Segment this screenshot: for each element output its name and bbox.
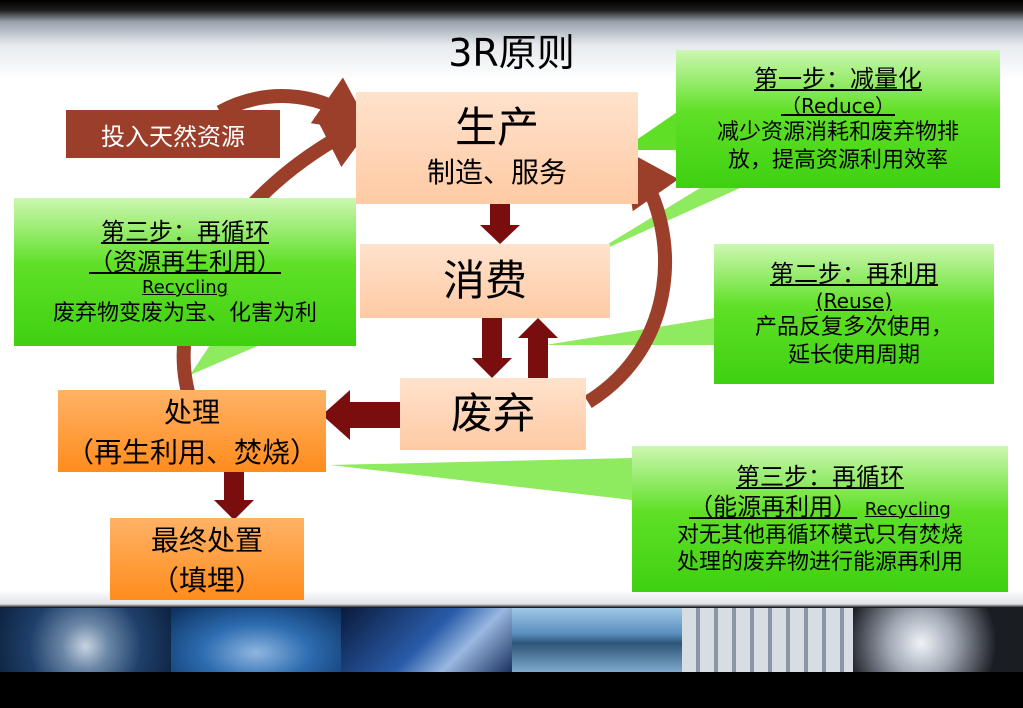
final-disposal-box: 最终处置 （填埋） (110, 518, 304, 600)
page-title: 3R原则 (448, 31, 575, 75)
production-to-consumption-arrow (480, 200, 520, 244)
recycle-energy-pointer (330, 458, 632, 500)
recycle-material-pointer (190, 345, 260, 375)
gears-image (852, 608, 1023, 672)
reduce-desc-line1: 减少资源消耗和废弃物排 (716, 120, 959, 145)
disposal-box: 废弃 (400, 378, 586, 450)
treatment-box: 处理 （再生利用、焚烧） (58, 390, 326, 472)
globe-image (170, 608, 341, 672)
recycle-energy-callout: 第三步：再循环 （能源再利用） Recycling 对无其他再循环模式只有焚烧 … (632, 446, 1008, 592)
consumption-box: 消费 (360, 244, 610, 318)
recycle-energy-desc-line1: 对无其他再循环模式只有焚烧 (676, 522, 963, 548)
reuse-callout-pointer (545, 318, 714, 345)
recycle-material-english: Recycling (141, 277, 229, 298)
reuse-desc-line2: 延长使用周期 (787, 342, 920, 368)
reduce-callout: 第一步：减量化 （Reduce） 减少资源消耗和废弃物排 放，提高资源利用效率 (676, 50, 1000, 188)
production-sublabel: 制造、服务 (426, 156, 567, 190)
reuse-subheading: (Reuse) (815, 289, 893, 313)
compass-image (0, 608, 171, 672)
consumption-label: 消费 (442, 255, 527, 305)
consumption-to-disposal-arrow (472, 318, 512, 378)
input-to-production-arrow (216, 77, 373, 133)
treatment-sublabel: （再生利用、焚烧） (65, 436, 318, 469)
recycle-energy-english: Recycling (864, 498, 951, 520)
production-label: 生产 (454, 102, 539, 152)
input-resources-box: 投入天然资源 (66, 110, 280, 158)
reuse-callout: 第二步：再利用 (Reuse) 产品反复多次使用， 延长使用周期 (714, 244, 994, 384)
input-resources-label: 投入天然资源 (101, 122, 245, 151)
recycle-energy-subheading: （能源再利用） (689, 492, 858, 521)
disposal-to-treatment-arrow (322, 390, 400, 440)
treatment-to-final-arrow (214, 472, 254, 520)
reuse-heading: 第二步：再利用 (770, 260, 938, 288)
disposal-to-production-loop-arrow (584, 149, 679, 408)
treatment-label: 处理 (163, 396, 220, 429)
reduce-subheading: （Reduce） (781, 94, 895, 118)
production-box: 生产 制造、服务 (356, 92, 638, 204)
final-disposal-sublabel: （填埋） (150, 564, 263, 597)
disposal-label: 废弃 (450, 388, 535, 438)
decorative-photo-strip (0, 608, 1023, 672)
reuse-desc-line1: 产品反复多次使用， (754, 315, 953, 340)
reduce-desc-line2: 放，提高资源利用效率 (727, 147, 948, 173)
monitor-image (341, 608, 512, 672)
recycle-energy-desc-line2: 处理的废弃物进行能源再利用 (676, 550, 963, 575)
reduce-heading: 第一步：减量化 (754, 65, 922, 93)
recycle-material-heading: 第三步：再循环 (101, 218, 269, 246)
recycle-energy-heading: 第三步：再循环 (736, 462, 904, 491)
lake-image (511, 608, 682, 672)
disposal-to-consumption-arrow (518, 318, 558, 378)
keyboard-image (682, 608, 853, 672)
recycle-material-callout: 第三步：再循环 （资源再生利用） Recycling 废弃物变废为宝、化害为利 (14, 198, 356, 346)
final-disposal-label: 最终处置 (150, 524, 263, 557)
recycle-material-desc: 废弃物变废为宝、化害为利 (52, 300, 317, 326)
recycle-material-subheading: （资源再生利用） (89, 248, 281, 276)
